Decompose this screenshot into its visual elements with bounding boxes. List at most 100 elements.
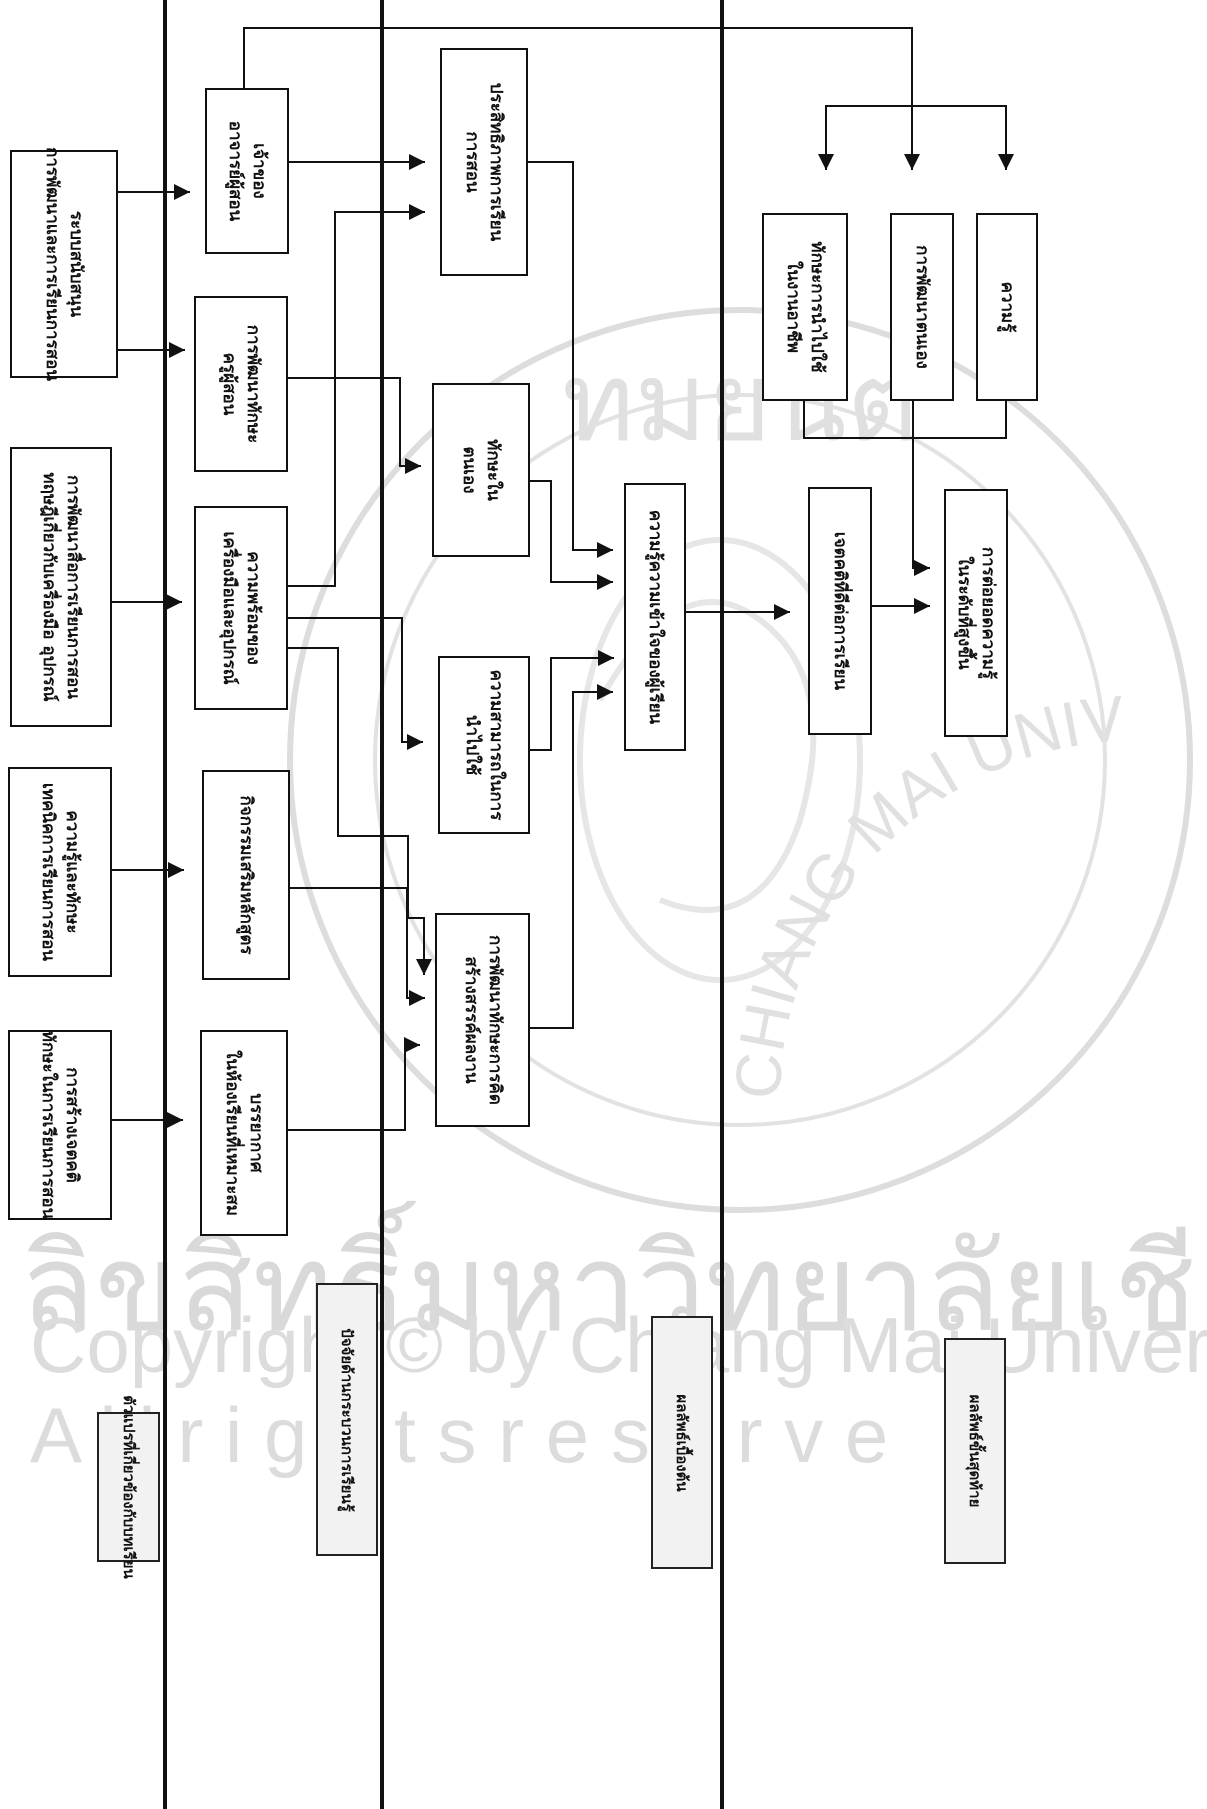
connector-f1-f5-arrowhead [914,598,930,614]
node-p5: บรรยากาศในห้องเรียนที่เหมาะสม [200,1030,288,1236]
connector-p2-o2-arrowhead [405,458,421,474]
connector-p1-f4 [912,105,1007,170]
node-in4-label: การสร้างเจตคติทักษะในการเรียนการสอน [36,1031,84,1219]
category-cat4: ผลลัพธ์ขั้นสุดท้าย [944,1338,1006,1564]
watermark-thai: ลิขสิทธิ์มหาวิทยาลัยเชียงให [20,1217,1207,1359]
node-o3: ความสามารถในการนำไปใช้ [438,656,530,834]
connector-p1-f2-arrowhead [818,154,834,170]
connector-in4-p5-arrowhead [167,1112,183,1128]
connector-in2-p3-arrowhead [166,594,182,610]
node-o4: การพัฒนาทักษะการคิดสร้างสรรค์ผลงาน [435,913,530,1127]
connector-o4-center [530,691,613,1029]
category-cat2-line-1: ปัจจัยด้านกระบวนการเรียนรู้ [338,1327,356,1512]
node-p5-line-2: ในห้องเรียนที่เหมาะสม [222,1050,242,1216]
node-in2-line-2: ทฤษฎีเกี่ยวกับเครื่องมือ อุปกรณ์ [39,472,59,702]
node-p5-label: บรรยากาศในห้องเรียนที่เหมาะสม [220,1050,268,1216]
node-o4-label: การพัฒนาทักษะการคิดสร้างสรรค์ผลงาน [459,935,507,1105]
node-in2-line-1: การพัฒนาสื่อการเรียนการสอน [63,475,83,699]
node-in1: ระบบสนับสนุนการพัฒนาและการเรียนการสอน [10,147,118,381]
node-f3-line-1: การพัฒนาตนเอง [912,245,932,369]
node-p2-line-2: ครูผู้สอน [219,352,239,416]
connector-p3-o1 [288,211,425,587]
node-in4: การสร้างเจตคติทักษะในการเรียนการสอน [8,1030,112,1220]
connector-in1-p1-arrowhead [174,184,190,200]
connector-o4-center-arrowhead [597,684,613,700]
node-f1-line-1: เจตคติที่ดีต่อการเรียน [830,531,850,691]
node-center-label: ความรู้ความเข้าใจของผู้เรียน [643,510,667,724]
connector-p3-o1-arrowhead [409,204,425,220]
node-f5: การต่อยอดความรู้ในระดับที่สูงขึ้น [944,489,1008,737]
node-in3: ความรู้และทักษะเทคนิคการเรียนการสอน [8,767,112,977]
node-f2-line-2: ในงานอาชีพ [783,261,803,353]
node-p2-label: การพัฒนาทักษะครูผู้สอน [217,325,265,444]
connector-p1-f3-arrowhead [904,154,920,170]
node-f5-line-2: ในระดับที่สูงขึ้น [954,556,974,670]
connector-o3-center [530,657,614,751]
node-f2: ทักษะการนำไปใช้ในงานอาชีพ [762,213,848,401]
node-o1-line-1: ประสิทธิภาพการเรียน [486,82,506,242]
node-p1-line-1: เจ้าของ [249,143,269,199]
connector-p4-o4-arrowhead [409,990,425,1006]
node-center-line-1: ความรู้ความเข้าใจของผู้เรียน [645,509,665,725]
node-p1-label: เจ้าของอาจารย์ผู้สอน [223,121,271,222]
connector-p1-f4-arrowhead [998,154,1014,170]
node-p3-label: ความพร้อมของเครื่องมือและอุปกรณ์ [217,532,265,685]
category-cat1-label: ตัวแปรที่เกี่ยวข้องกับบทเรียน [117,1395,141,1579]
node-in3-line-2: เทคนิคการเรียนการสอน [38,782,58,962]
bracket-line-1 [803,401,1007,439]
connector-o3-center-arrowhead [598,650,614,666]
category-cat4-label: ผลลัพธ์ขั้นสุดท้าย [963,1395,987,1508]
connector-in1-p2-arrowhead [169,342,185,358]
node-o1: ประสิทธิภาพการเรียนการสอน [440,48,528,276]
node-f2-label: ทักษะการนำไปใช้ในงานอาชีพ [781,241,829,372]
connector-o1-center [528,161,613,551]
connector-o2-center [530,480,613,583]
node-p2: การพัฒนาทักษะครูผู้สอน [194,296,288,472]
connector-center-f1-arrowhead [774,604,790,620]
watermark-rights: A l l r i g h t s r e s e r v e [30,1391,889,1479]
category-cat4-line-1: ผลลัพธ์ขั้นสุดท้าย [966,1394,984,1508]
watermark-copyright: Copyright © by Chiang Mai Universit [30,1301,1207,1389]
node-o3-label: ความสามารถในการนำไปใช้ [460,670,508,821]
node-p4: กิจกรรมเสริมหลักสูตร [202,770,290,980]
node-f4-label: ความรู้ [995,282,1019,333]
connector-in3-p4-arrowhead [168,862,184,878]
node-f4-line-1: ความรู้ [997,281,1017,333]
node-p3-line-1: ความพร้อมของ [243,551,263,665]
node-o2-label: ทักษะในตนเอง [457,439,505,501]
node-o2: ทักษะในตนเอง [432,383,530,557]
node-p3-line-2: เครื่องมือและอุปกรณ์ [219,531,239,685]
connector-p5-o4-arrowhead [404,1037,420,1053]
node-center: ความรู้ความเข้าใจของผู้เรียน [624,483,686,751]
node-o1-label: ประสิทธิภาพการเรียนการสอน [460,83,508,241]
node-p3: ความพร้อมของเครื่องมือและอุปกรณ์ [194,506,288,710]
connector-p3-o4 [288,647,425,975]
connector-o2-center-arrowhead [597,574,613,590]
node-f5-line-1: การต่อยอดความรู้ [978,546,998,680]
node-in2-label: การพัฒนาสื่อการเรียนการสอนทฤษฎีเกี่ยวกับ… [37,472,85,701]
node-p4-line-1: กิจกรรมเสริมหลักสูตร [236,795,256,955]
node-p2-line-1: การพัฒนาทักษะ [243,324,263,444]
node-in1-label: ระบบสนับสนุนการพัฒนาและการเรียนการสอน [40,147,88,381]
node-o4-line-1: การพัฒนาทักษะการคิด [484,935,505,1105]
category-cat1: ตัวแปรที่เกี่ยวข้องกับบทเรียน [97,1395,160,1579]
node-f5-label: การต่อยอดความรู้ในระดับที่สูงขึ้น [952,547,1000,679]
node-f1-label: เจตคติที่ดีต่อการเรียน [828,532,852,690]
node-p5-line-1: บรรยากาศ [246,1093,266,1173]
category-cat2-label: ปัจจัยด้านกระบวนการเรียนรู้ [335,1328,359,1512]
node-in1-line-2: การพัฒนาและการเรียนการสอน [42,147,62,381]
node-p1-line-2: อาจารย์ผู้สอน [225,120,245,222]
node-in3-label: ความรู้และทักษะเทคนิคการเรียนการสอน [36,783,84,961]
node-f4: ความรู้ [976,213,1038,401]
node-in4-line-1: การสร้างเจตคติ [62,1067,82,1183]
node-in1-line-1: ระบบสนับสนุน [66,210,86,318]
seal-top-text: ทมยนต [562,338,918,466]
node-o1-line-2: การสอน [462,131,482,193]
category-cat3-line-1: ผลลัพธ์เบื้องต้น [673,1393,691,1492]
category-cat3-label: ผลลัพธ์เบื้องต้น [670,1394,694,1491]
node-f3-label: การพัฒนาตนเอง [910,245,934,369]
node-o3-line-1: ความสามารถในการ [486,669,506,821]
